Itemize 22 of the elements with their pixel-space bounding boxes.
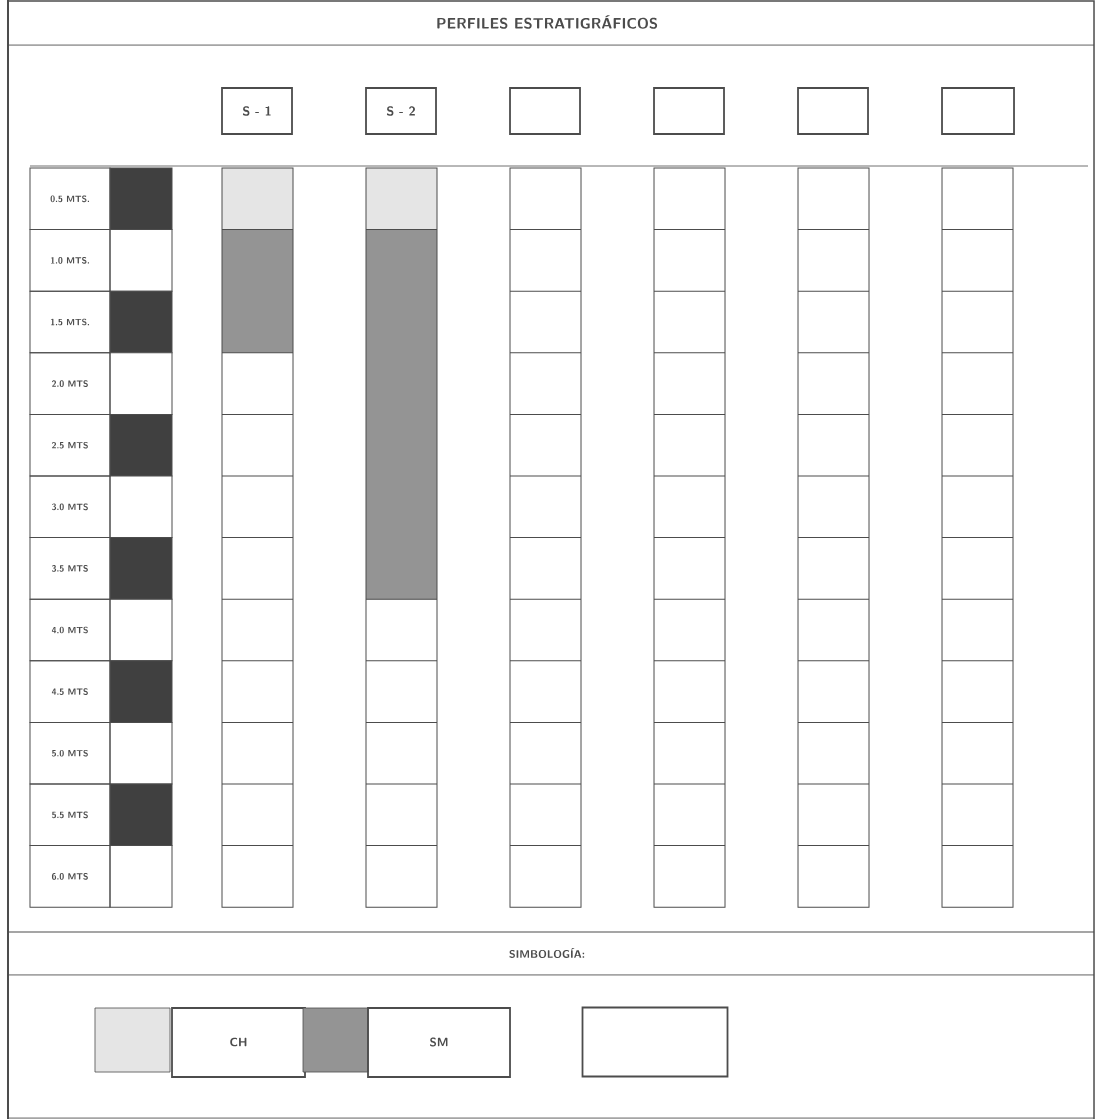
depth-label: 4.0 MTS xyxy=(29,598,111,662)
depth-label: 5.5 MTS xyxy=(29,783,111,847)
depth-label: 4.5 MTS xyxy=(29,660,111,723)
depth-label: 2.5 MTS xyxy=(29,413,111,477)
header-box: S - 2 xyxy=(365,87,437,135)
header-box: S - 1 xyxy=(221,87,293,135)
title-text: PERFILES ESTRATIGRÁFICOS xyxy=(437,15,658,29)
header-box xyxy=(941,87,1015,135)
depth-label: 5.0 MTS xyxy=(29,721,111,785)
header-box xyxy=(509,87,581,135)
depth-label: 1.0 MTS. xyxy=(29,229,111,292)
section-heading: SIMBOLOGÍA: xyxy=(509,948,585,958)
depth-label: 2.0 MTS xyxy=(29,352,111,415)
depth-label: 0.5 MTS. xyxy=(29,167,111,231)
header-box xyxy=(653,87,725,135)
depth-label: 3.0 MTS xyxy=(29,475,111,539)
depth-label: 1.5 MTS. xyxy=(29,290,111,354)
legend-box xyxy=(581,1006,729,1078)
depth-label: 3.5 MTS xyxy=(29,537,111,600)
header-box xyxy=(797,87,869,135)
legend-box: SM xyxy=(367,1007,511,1078)
depth-label: 6.0 MTS xyxy=(29,845,111,908)
